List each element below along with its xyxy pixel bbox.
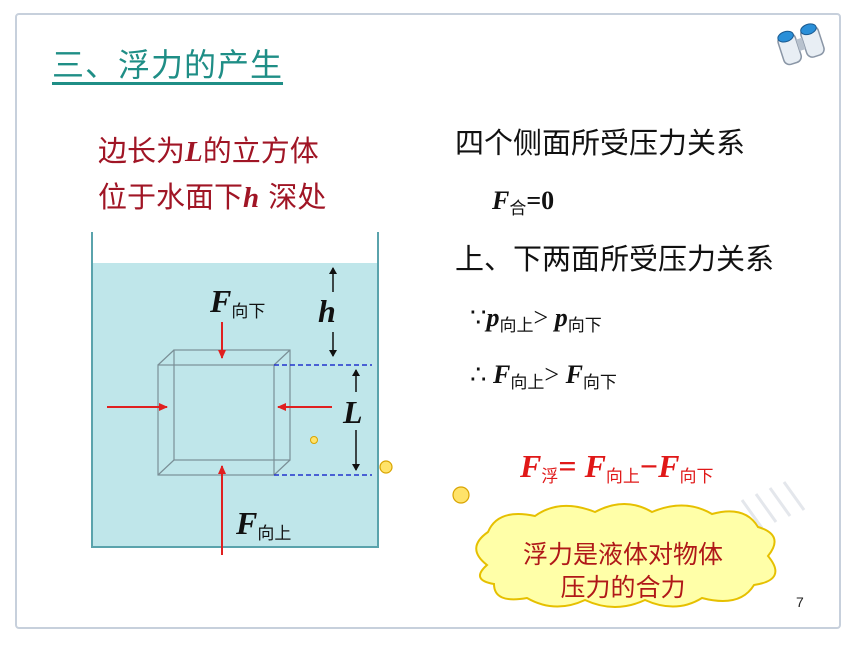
pressure-symbol: p [554, 303, 568, 332]
force-symbol: F [584, 448, 606, 484]
subscript: 向上 [257, 524, 292, 544]
force-symbol: F [210, 283, 232, 319]
greater-than: > [533, 303, 555, 332]
subscript: 向下 [567, 316, 602, 336]
binoculars-icon [777, 23, 825, 66]
force-symbol: F [236, 505, 258, 541]
subscript: 向上 [510, 373, 545, 393]
top-bottom-heading: 上、下两面所受压力关系 [455, 242, 775, 276]
subscript: 向上 [499, 316, 534, 336]
force-symbol: F [565, 360, 583, 389]
water [92, 263, 378, 547]
pressure-comparison: ∵p向上> p向下 [470, 303, 602, 336]
page-title: 三、浮力的产生 [52, 46, 284, 84]
greater-than: > [544, 360, 566, 389]
cloud-callout [475, 503, 777, 608]
caption-text: 的立方体 [202, 134, 319, 168]
caption-text: 边长为 [98, 134, 186, 168]
cloud-text-line-2: 压力的合力 [560, 573, 686, 602]
because-symbol: ∵ [470, 303, 487, 332]
caption-var-L: L [185, 136, 203, 168]
force-symbol: F [658, 448, 680, 484]
bubble [379, 460, 393, 474]
caption-text: 位于水面下 [98, 180, 244, 214]
caption-line-2: 位于水面下h 深处 [98, 174, 326, 216]
minus: − [639, 448, 659, 484]
label-h: h [318, 293, 336, 329]
subscript: 合 [509, 199, 527, 219]
subscript: 向上 [605, 467, 640, 487]
bubble [310, 436, 318, 444]
slide-frame [15, 13, 841, 629]
buoyancy-formula: F浮= F向上−F向下 [520, 448, 714, 487]
equals: = [558, 448, 585, 484]
subscript: 向下 [679, 467, 714, 487]
pressure-symbol: p [486, 303, 500, 332]
net-force-value: =0 [526, 186, 555, 215]
label-F-down: F向下 [210, 283, 265, 322]
bubble [452, 486, 470, 504]
cloud-text: 浮力是液体对物体 压力的合力 [478, 538, 768, 604]
container-walls [91, 232, 379, 548]
watermark-lines [740, 481, 806, 529]
net-force-formula: F合=0 [492, 186, 554, 219]
side-faces-heading: 四个侧面所受压力关系 [455, 126, 746, 160]
subscript: 向下 [231, 302, 266, 322]
caption-var-h: h [243, 182, 260, 214]
subscript: 浮 [541, 467, 559, 487]
therefore-symbol: ∴ [470, 360, 494, 389]
force-symbol: F [493, 360, 511, 389]
cube [157, 349, 291, 476]
force-symbol: F [492, 186, 510, 215]
label-L: L [343, 394, 363, 430]
subscript: 向下 [582, 373, 617, 393]
force-symbol: F [520, 448, 542, 484]
cloud-text-line-1: 浮力是液体对物体 [522, 540, 723, 569]
caption-text: 深处 [259, 180, 327, 214]
caption-line-1: 边长为L的立方体 [98, 128, 319, 170]
page-number: 7 [796, 594, 804, 610]
label-F-up: F向上 [236, 505, 291, 544]
force-comparison: ∴ F向上> F向下 [470, 360, 617, 393]
